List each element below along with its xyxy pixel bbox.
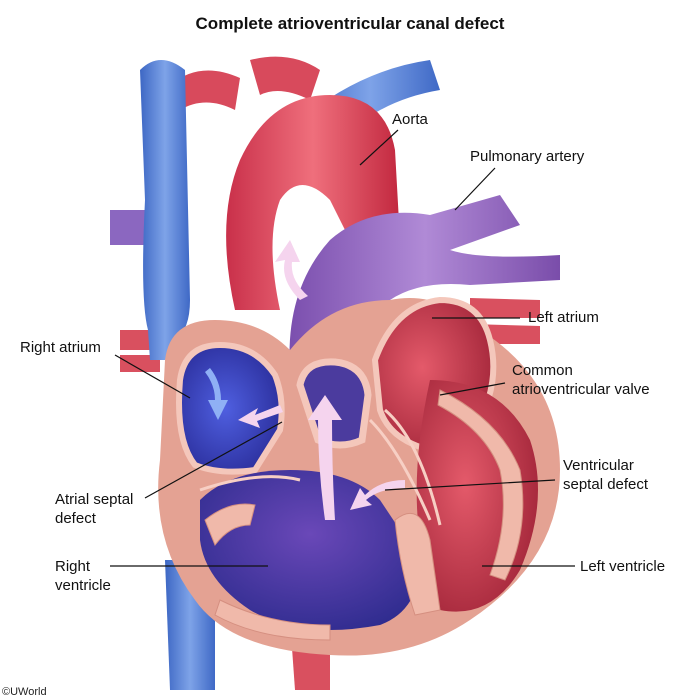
label-common-av-valve-line1: Common [512, 362, 573, 379]
label-right-atrium: Right atrium [20, 339, 101, 356]
label-asd-line2: defect [55, 510, 96, 527]
aorta-vessel [226, 95, 400, 310]
label-common-av-valve-line2: atrioventricular valve [512, 381, 650, 398]
label-asd-line1: Atrial septal [55, 491, 134, 508]
label-left-atrium: Left atrium [528, 309, 599, 326]
label-pulmonary-artery: Pulmonary artery [470, 148, 585, 165]
label-common-av-valve: Common atrioventricular valve [512, 361, 650, 399]
label-rv-line2: ventricle [55, 577, 111, 594]
label-right-ventricle: Right ventricle [55, 557, 111, 595]
label-aorta: Aorta [392, 111, 428, 128]
vena-cava [140, 60, 190, 360]
valve-leaflets [199, 408, 442, 526]
diagram-title: Complete atrioventricular canal defect [195, 14, 505, 33]
outflow-valve-ring [296, 358, 372, 449]
label-ventricular-septal-defect: Ventricular septal defect [563, 456, 648, 494]
label-vsd-line1: Ventricular [563, 457, 634, 474]
label-vsd-line2: septal defect [563, 476, 649, 493]
copyright-text: ©UWorld [2, 686, 47, 698]
label-left-ventricle: Left ventricle [580, 558, 666, 575]
label-atrial-septal-defect: Atrial septal defect [55, 490, 133, 528]
label-rv-line1: Right [55, 558, 91, 575]
leader-lines [110, 129, 575, 567]
right-ventricle-chamber [200, 470, 420, 630]
ventricle-trabeculae [204, 389, 524, 641]
right-atrium-chamber [176, 341, 285, 475]
blood-flow-arrows [205, 240, 405, 520]
